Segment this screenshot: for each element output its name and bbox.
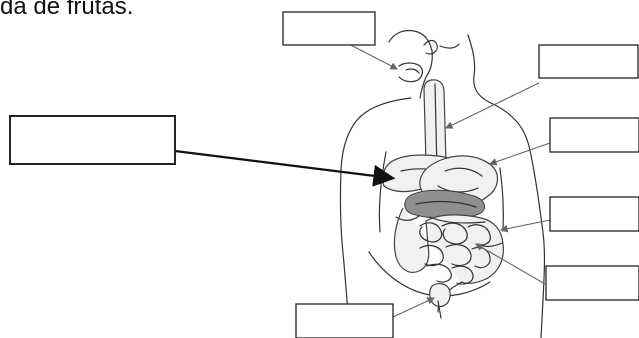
leader-line-mouth [347, 43, 397, 69]
rectum-anus [430, 284, 451, 318]
label-box-stomach[interactable] [550, 118, 639, 152]
label-box-liver[interactable] [10, 116, 175, 164]
label-box-small-intestine[interactable] [546, 266, 639, 300]
leader-line-stomach [490, 143, 550, 164]
label-box-anus[interactable] [296, 304, 393, 338]
leader-line-anus [393, 298, 434, 317]
label-box-mouth[interactable] [283, 12, 375, 45]
label-box-large-intestine[interactable] [550, 197, 639, 231]
leader-line-liver [175, 151, 391, 178]
label-box-esophagus[interactable] [539, 45, 638, 78]
label-boxes [10, 12, 639, 338]
leader-line-esophagus [446, 83, 539, 128]
